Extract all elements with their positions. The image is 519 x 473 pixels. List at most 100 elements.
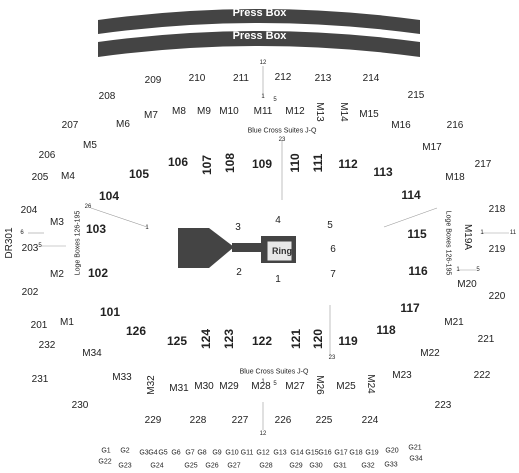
section-7[interactable]: 7 — [330, 269, 336, 280]
section-g15[interactable]: G15 — [305, 449, 319, 457]
section-206[interactable]: 206 — [38, 150, 56, 161]
section-226[interactable]: 226 — [274, 415, 292, 426]
section-m34[interactable]: M34 — [82, 348, 102, 359]
section-g3[interactable]: G3 — [139, 449, 149, 457]
section-120[interactable]: 120 — [311, 328, 325, 350]
section-215[interactable]: 215 — [407, 90, 425, 101]
section-g23[interactable]: G23 — [118, 462, 132, 470]
section-m11[interactable]: M11 — [253, 106, 273, 117]
section-g31[interactable]: G31 — [333, 462, 347, 470]
press-box-lower[interactable] — [98, 31, 420, 57]
section-g30[interactable]: G30 — [309, 462, 323, 470]
section-m8[interactable]: M8 — [172, 106, 186, 117]
section-6[interactable]: 6 — [330, 244, 336, 255]
section-113[interactable]: 113 — [373, 165, 393, 179]
section-g24[interactable]: G24 — [150, 462, 164, 470]
section-g32[interactable]: G32 — [361, 462, 375, 470]
section-101[interactable]: 101 — [99, 305, 121, 319]
section-213[interactable]: 213 — [314, 73, 332, 84]
section-m13[interactable]: M13 — [314, 102, 325, 122]
section-114[interactable]: 114 — [401, 188, 421, 202]
section-3[interactable]: 3 — [235, 222, 241, 233]
section-110[interactable]: 110 — [288, 153, 302, 173]
section-g12[interactable]: G12 — [256, 449, 270, 457]
section-m12[interactable]: M12 — [285, 106, 305, 117]
section-m15[interactable]: M15 — [359, 109, 379, 120]
section-205[interactable]: 205 — [31, 172, 49, 183]
section-g7[interactable]: G7 — [185, 449, 195, 457]
section-216[interactable]: 216 — [446, 120, 464, 131]
section-124[interactable]: 124 — [199, 328, 213, 350]
section-g13[interactable]: G13 — [273, 449, 287, 457]
section-m4[interactable]: M4 — [61, 171, 75, 182]
section-207[interactable]: 207 — [61, 120, 79, 131]
section-m10[interactable]: M10 — [219, 106, 239, 117]
stage[interactable] — [178, 228, 234, 268]
section-117[interactable]: 117 — [400, 301, 420, 315]
section-232[interactable]: 232 — [38, 340, 56, 351]
section-m3[interactable]: M3 — [50, 217, 64, 228]
section-2[interactable]: 2 — [236, 267, 242, 278]
section-219[interactable]: 219 — [488, 244, 506, 255]
section-g2[interactable]: G2 — [120, 447, 130, 455]
section-m21[interactable]: M21 — [444, 317, 464, 328]
section-m17[interactable]: M17 — [422, 142, 442, 153]
section-m18[interactable]: M18 — [445, 172, 465, 183]
section-202[interactable]: 202 — [21, 287, 39, 298]
section-221[interactable]: 221 — [477, 334, 495, 345]
section-104[interactable]: 104 — [98, 189, 120, 203]
section-211[interactable]: 211 — [233, 73, 249, 84]
section-g26[interactable]: G26 — [205, 462, 219, 470]
section-107[interactable]: 107 — [200, 154, 214, 176]
section-223[interactable]: 223 — [434, 400, 452, 411]
section-224[interactable]: 224 — [361, 415, 379, 426]
section-m14[interactable]: M14 — [338, 102, 349, 122]
section-g4[interactable]: G4 — [148, 449, 158, 457]
section-115[interactable]: 115 — [407, 227, 427, 241]
section-214[interactable]: 214 — [362, 73, 380, 84]
section-m24[interactable]: M24 — [365, 374, 376, 394]
section-225[interactable]: 225 — [315, 415, 333, 426]
section-g9[interactable]: G9 — [212, 449, 222, 457]
section-g22[interactable]: G22 — [98, 458, 112, 466]
section-m22[interactable]: M22 — [420, 348, 440, 359]
section-m32[interactable]: M32 — [146, 375, 157, 395]
section-227[interactable]: 227 — [231, 415, 249, 426]
section-1[interactable]: 1 — [275, 274, 281, 285]
section-m33[interactable]: M33 — [112, 372, 132, 383]
section-g20[interactable]: G20 — [385, 447, 399, 455]
section-106[interactable]: 106 — [167, 155, 189, 169]
section-m7[interactable]: M7 — [144, 110, 158, 121]
section-112[interactable]: 112 — [338, 157, 358, 171]
section-m2[interactable]: M2 — [50, 269, 64, 280]
section-m29[interactable]: M29 — [219, 381, 239, 392]
section-121[interactable]: 121 — [289, 328, 303, 350]
section-230[interactable]: 230 — [71, 400, 89, 411]
section-m1[interactable]: M1 — [60, 317, 74, 328]
section-118[interactable]: 118 — [376, 323, 396, 337]
section-g19[interactable]: G19 — [365, 449, 379, 457]
section-m25[interactable]: M25 — [336, 381, 356, 392]
section-m31[interactable]: M31 — [169, 383, 189, 394]
section-g1[interactable]: G1 — [101, 447, 111, 455]
section-g21[interactable]: G21 — [408, 444, 422, 452]
section-m28[interactable]: M28 — [251, 381, 271, 392]
section-m20[interactable]: M20 — [457, 279, 477, 290]
section-217[interactable]: 217 — [474, 159, 492, 170]
section-m26[interactable]: M26 — [314, 375, 325, 395]
section-203[interactable]: 203 — [21, 243, 39, 254]
section-g28[interactable]: G28 — [259, 462, 273, 470]
section-123[interactable]: 123 — [222, 328, 236, 350]
section-5[interactable]: 5 — [327, 220, 333, 231]
section-g18[interactable]: G18 — [349, 449, 363, 457]
section-111[interactable]: 111 — [311, 153, 325, 173]
press-box-upper[interactable] — [98, 9, 420, 34]
ring[interactable] — [266, 240, 293, 262]
section-229[interactable]: 229 — [144, 415, 162, 426]
section-103[interactable]: 103 — [85, 222, 107, 236]
section-125[interactable]: 125 — [166, 334, 188, 348]
section-209[interactable]: 209 — [144, 75, 162, 86]
section-g5[interactable]: G5 — [158, 449, 168, 457]
section-208[interactable]: 208 — [98, 91, 116, 102]
section-g34[interactable]: G34 — [409, 455, 423, 463]
